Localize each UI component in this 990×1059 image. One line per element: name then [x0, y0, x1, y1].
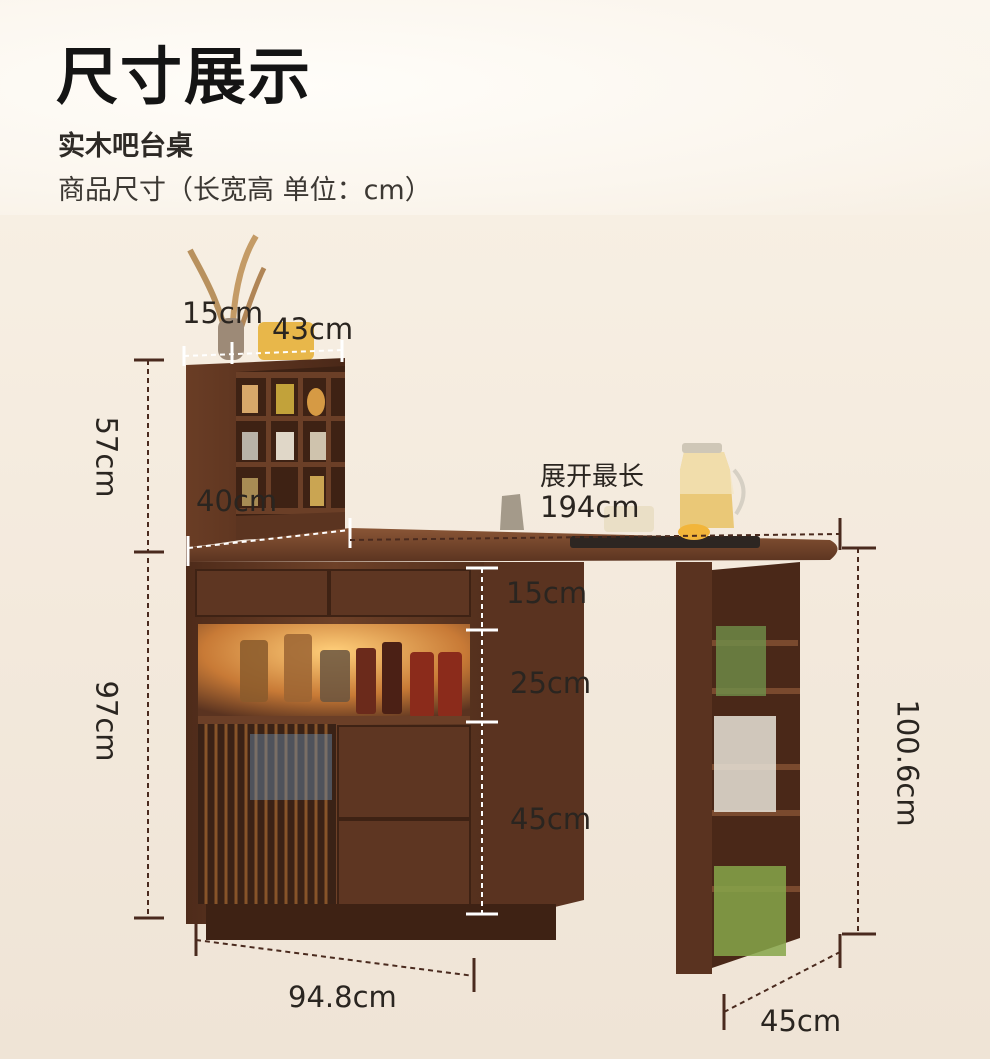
- top-shelf-unit: [186, 358, 345, 548]
- dim-table-depth: 45cm: [760, 1004, 842, 1038]
- size-unit-note: 商品尺寸（长宽高 单位：cm）: [58, 175, 432, 206]
- dim-open-shelf-height: 25cm: [510, 666, 592, 700]
- small-jars: [242, 384, 326, 506]
- drawer-lower-1: [337, 725, 471, 819]
- decor-vase-small: [500, 494, 524, 530]
- dim-top-shelf-width: 43cm: [272, 312, 354, 346]
- dim-lower-cabinet-height: 45cm: [510, 802, 592, 836]
- drawer-left: [195, 569, 329, 617]
- product-name: 实木吧台桌: [58, 131, 193, 162]
- dim-cabinet-height: 97cm: [89, 680, 124, 762]
- shelf-bottles: [240, 634, 462, 718]
- dim-drawer-height: 15cm: [506, 576, 588, 610]
- dim-extend-length: 194cm: [540, 490, 640, 524]
- dim-top-shelf-height: 57cm: [89, 416, 124, 498]
- drawer-right: [329, 569, 471, 617]
- lemon: [678, 524, 710, 540]
- side-magazines: [714, 716, 776, 812]
- header-background: [0, 0, 990, 215]
- side-shelf-leg: [676, 562, 800, 974]
- dimension-lines: [134, 340, 876, 1030]
- decor-pampas: [187, 234, 267, 360]
- drawer-lower-2: [337, 819, 471, 913]
- serving-tray: [570, 536, 760, 548]
- dim-table-height: 100.6cm: [890, 699, 925, 827]
- dim-top-shelf-base-depth: 40cm: [196, 484, 278, 518]
- glass-cups: [604, 506, 654, 532]
- decor-yellow-box: [258, 322, 314, 360]
- dim-extend-label: 展开最长: [540, 462, 645, 492]
- lower-cabinet: [186, 562, 584, 940]
- side-cans: [716, 626, 766, 696]
- dim-top-shelf-depth: 15cm: [182, 296, 264, 330]
- page-title: 尺寸展示: [56, 40, 313, 113]
- dim-cabinet-width: 94.8cm: [288, 980, 397, 1014]
- side-snack-bags: [714, 866, 786, 956]
- tea-pitcher: [680, 443, 746, 528]
